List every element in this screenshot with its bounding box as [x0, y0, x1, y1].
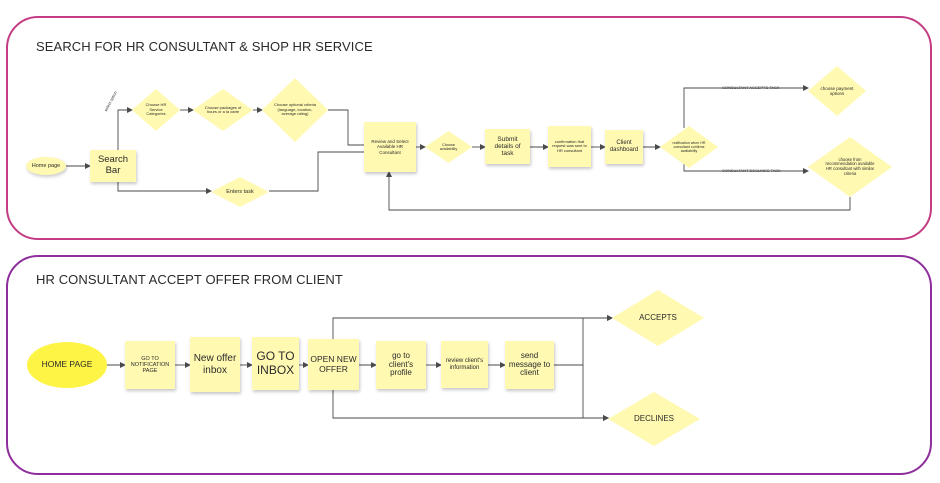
review-select-node: Review and Select Available HR Consultan… — [364, 122, 416, 172]
notification-page-node: GO TO NOTIFICATION PAGE — [125, 341, 175, 389]
review-information-node: review client's information — [441, 341, 488, 388]
home-page-node-2: HOME PAGE — [27, 342, 107, 388]
conn2-send-declines — [582, 365, 609, 421]
conn2-open-declines — [332, 389, 609, 421]
conn2-open-accepts — [332, 315, 613, 341]
payment-options-node: choose payment options — [808, 66, 866, 116]
accepts-node: ACCEPTS — [612, 290, 704, 346]
conn-notification-payment — [683, 85, 809, 128]
choose-categories-node: Choose HR Service Categories — [132, 89, 180, 131]
conn2-send-accepts — [554, 315, 613, 366]
label-consultant-declines: CONSULTANT DECLINES TASK — [722, 168, 781, 173]
recommendation-node: choose from recommendation available HR … — [808, 137, 892, 197]
label-consultant-accepts: CONSULTANT ACCEPTS TASK — [722, 85, 780, 90]
submit-details-node: Submit details of task — [485, 129, 530, 164]
confirmation-node: confirmation that request was sent to HR… — [548, 126, 591, 167]
home-page-node: Home page — [26, 157, 66, 175]
flow1-title: SEARCH FOR HR CONSULTANT & SHOP HR SERVI… — [36, 39, 373, 54]
client-dashboard-node: Client dashboard — [605, 130, 643, 164]
conn-recommendation-loop — [386, 171, 851, 211]
go-to-inbox-node: GO TO INBOX — [252, 337, 299, 390]
send-message-node: send message to client — [505, 341, 554, 389]
enters-task-node: Enters task — [211, 177, 269, 207]
clients-profile-node: go to client's profile — [376, 341, 426, 389]
conn-search-enters — [117, 181, 212, 194]
declines-node: DECLINES — [608, 392, 700, 446]
choose-packages-node: Choose packages of hours or a la carte — [193, 89, 253, 131]
open-new-offer-node: OPEN NEW OFFER — [308, 339, 359, 390]
notification-node: notification when HR consultant confirms… — [660, 126, 718, 168]
flow2-title: HR CONSULTANT ACCEPT OFFER FROM CLIENT — [36, 272, 343, 287]
new-offer-inbox-node: New offer inbox — [190, 337, 240, 392]
search-bar-node: Search Bar — [90, 150, 136, 182]
choose-criteria-node: Choose optional criteria (language, loca… — [262, 78, 328, 142]
conn-search-categories — [117, 107, 133, 150]
choose-availability-node: Choose availability — [425, 131, 472, 163]
conn-enters-review — [269, 149, 389, 192]
